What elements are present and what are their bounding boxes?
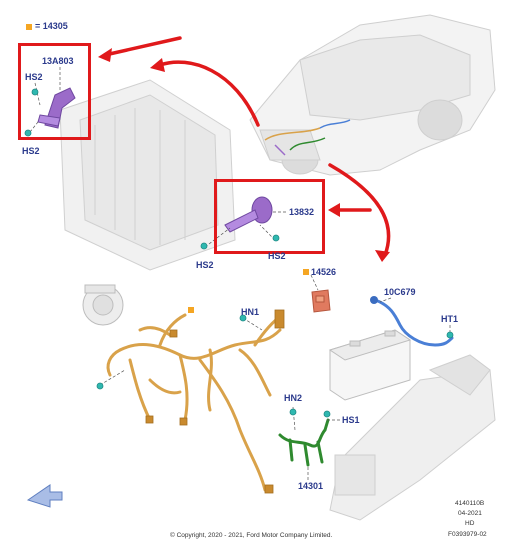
label-hs1: HS1 xyxy=(342,415,360,425)
direction-arrow-icon xyxy=(26,484,63,508)
copyright-text: © Copyright, 2020 - 2021, Ford Motor Com… xyxy=(170,532,333,539)
label-hs2-c: HS2 xyxy=(196,260,214,270)
drawing-id-3: HD xyxy=(465,520,475,527)
label-13832: 13832 xyxy=(289,207,315,217)
vehicle-harness-preview xyxy=(264,119,351,156)
fasteners xyxy=(24,88,454,418)
label-hs2-a: HS2 xyxy=(25,72,43,82)
callout-arrows xyxy=(103,36,391,257)
frame-illustration xyxy=(329,354,496,521)
label-hn1: HN1 xyxy=(241,307,260,317)
main-harness-connectors xyxy=(145,309,285,494)
legend-code: = 14305 xyxy=(35,21,68,31)
engine-wiring-harness xyxy=(278,418,330,467)
label-hn2: HN2 xyxy=(284,393,303,403)
fuse-box xyxy=(311,289,331,313)
alternator xyxy=(82,284,124,326)
callout-box-13832 xyxy=(214,179,325,254)
battery-cable-terminal xyxy=(370,296,378,304)
battery-cable xyxy=(373,298,454,347)
drawing-id-1: 4140110B xyxy=(455,500,485,507)
label-14301: 14301 xyxy=(298,481,324,491)
label-10c679: 10C679 xyxy=(384,287,416,297)
label-14526: 14526 xyxy=(311,267,337,277)
legend-square-harness xyxy=(188,307,194,313)
callout-box-13a803 xyxy=(18,43,91,140)
callout-arrowheads xyxy=(98,48,390,262)
legend-color-square xyxy=(26,24,32,30)
label-ht1: HT1 xyxy=(441,314,459,324)
sensor-13832 xyxy=(224,196,273,233)
drawing-id-4: F0393979-02 xyxy=(448,531,487,538)
bracket-13a803 xyxy=(37,87,76,129)
legend-square-14526 xyxy=(303,269,309,275)
battery xyxy=(328,329,412,401)
vehicle-illustration xyxy=(249,14,496,176)
label-13a803: 13A803 xyxy=(42,56,74,66)
main-wiring-harness xyxy=(106,313,284,492)
radiator-illustration xyxy=(59,79,236,271)
label-hs2-d: HS2 xyxy=(268,251,286,261)
label-hs2-b: HS2 xyxy=(22,146,40,156)
drawing-id-2: 04-2021 xyxy=(458,510,482,517)
